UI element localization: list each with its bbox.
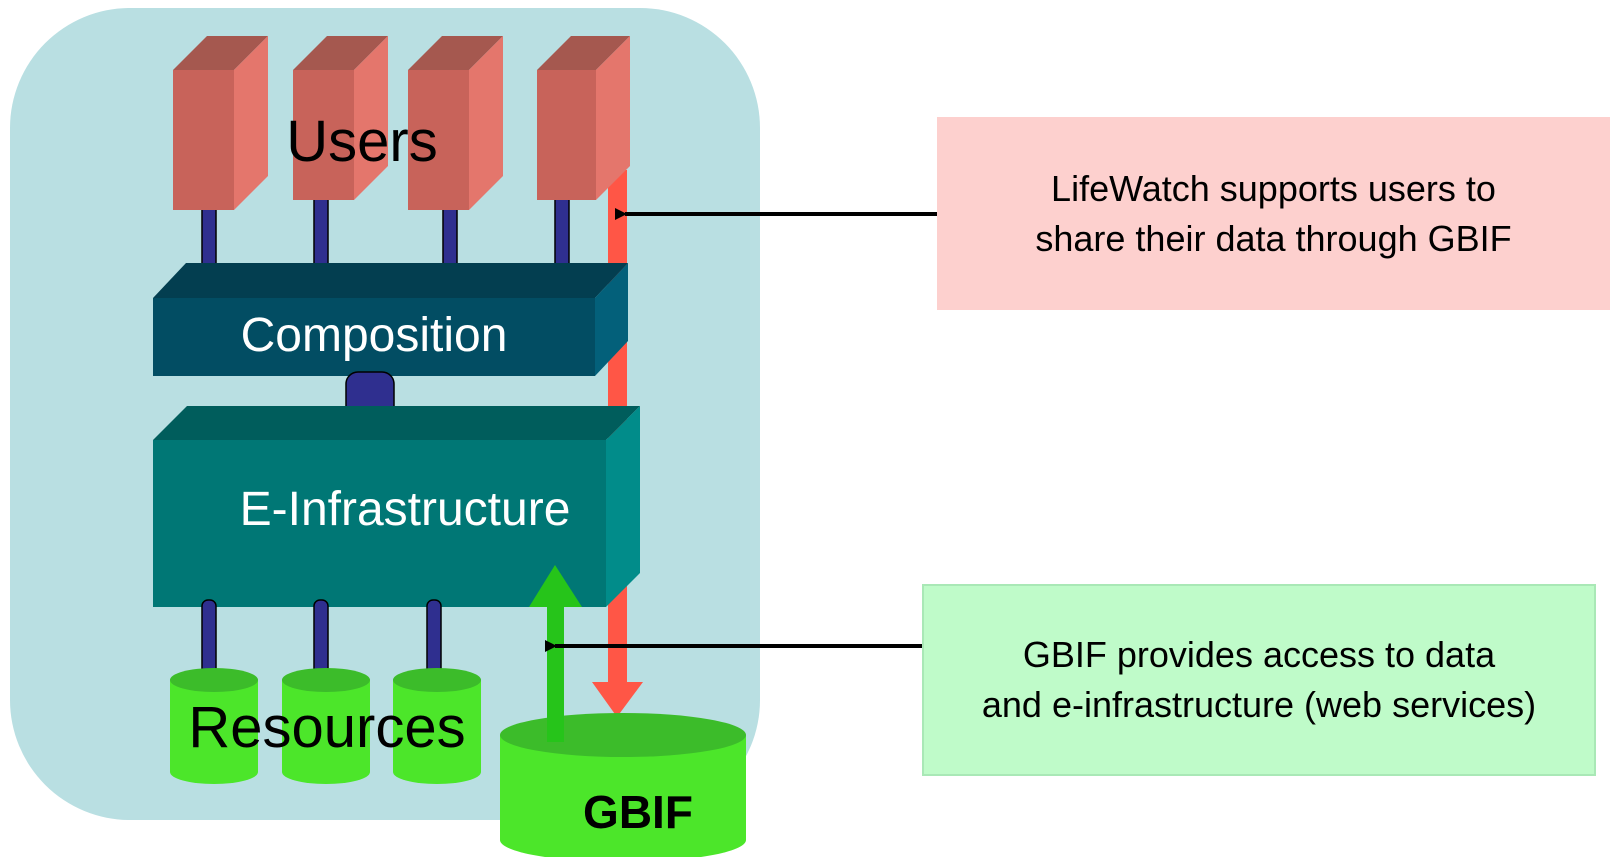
users-label: Users [286, 109, 438, 174]
resource-cylinder-1 [170, 668, 258, 784]
user-box-3 [408, 36, 503, 210]
lifewatch-note-line-2: share their data through GBIF [1035, 217, 1512, 259]
gbif-label: GBIF [583, 786, 693, 838]
resource-cylinder-2 [282, 668, 370, 784]
user-connectors [201, 189, 570, 277]
gbif-note: GBIF provides access to data and e-infra… [922, 584, 1596, 776]
resources-label: Resources [188, 695, 466, 760]
composition-layer [153, 263, 628, 376]
einfrastructure-label: E-Infrastructure [239, 483, 571, 536]
resource-cylinder-3 [393, 668, 481, 784]
user-box-2 [293, 36, 388, 200]
user-box-4 [537, 36, 630, 200]
user-box-1 [173, 36, 268, 210]
einfrastructure-layer [153, 406, 640, 607]
lifewatch-note-line-1: LifeWatch supports users to [1051, 167, 1496, 209]
gbif-note-line-2: and e-infrastructure (web services) [981, 684, 1537, 725]
resource-connectors [201, 599, 442, 681]
composition-label: Composition [240, 309, 508, 362]
lifewatch-note: LifeWatch supports users to share their … [937, 117, 1610, 310]
access-arrow-green [529, 565, 582, 742]
gbif-note-line-1: GBIF provides access to data [1022, 634, 1496, 675]
gbif-cylinder [500, 713, 746, 857]
